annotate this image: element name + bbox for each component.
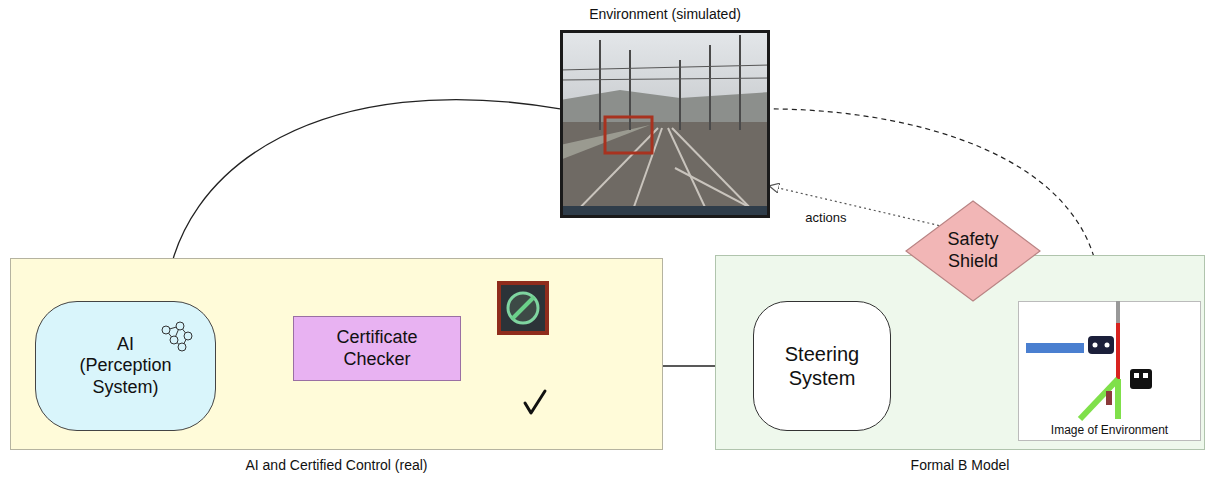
network-node [162,326,170,334]
safety-shield-diamond: Safety Shield [905,200,1041,302]
switch-lamp [1143,373,1148,378]
network-node [178,343,186,351]
network-node [176,322,184,330]
signal-lamp [1093,343,1098,348]
train-block [1026,343,1084,353]
ground [560,122,770,218]
signal-image [499,283,547,333]
checker-box: Certificate Checker [293,316,461,381]
mast [599,40,601,130]
node-label: Steering System [762,342,882,390]
detection-box [605,117,652,153]
mast [739,35,741,130]
label-holder: Certificate Checker [294,317,460,380]
environment-image: Environment (simulated) [560,30,770,218]
edge-label: actions [803,210,848,225]
connector [770,186,939,225]
track-schematic [1018,301,1201,441]
wire [560,78,770,80]
node-label: Image of Environment [1018,423,1201,437]
node-label: Environment (simulated) [500,6,830,22]
signal-lamp [1105,343,1110,348]
check-mark [525,391,545,413]
node-label: AI (Perception System) [71,334,181,399]
label-holder: AI (Perception System) [36,302,215,430]
wire [560,65,770,70]
photo-frame [562,32,769,217]
node-label: AI and Certified Control (real) [0,457,722,473]
real-system-panel: AI (Perception System) Certificate Checke… [10,258,663,450]
label-holder: Steering System [754,302,890,430]
decision-diamond-outline [906,201,1040,301]
signal-bar [512,297,534,319]
sky [560,30,770,218]
switch-symbol [1130,369,1152,389]
signal-symbol [1088,336,1114,354]
switch-lamp [1134,373,1139,378]
node-label: Certificate Checker [302,327,452,370]
rail [570,128,658,218]
network-node [184,332,192,340]
steering-box: Steering System [753,301,891,431]
label-holder: Safety Shield [905,200,1041,302]
rail [668,128,710,218]
network-icon [158,320,196,352]
track-grey [1116,301,1120,323]
switch-track [1115,379,1121,419]
track-marker [1106,391,1112,405]
schematic-frame [1019,302,1201,441]
signal-disc [508,293,538,323]
railway-photo [560,30,770,218]
mast [679,60,681,130]
network-node [170,336,178,344]
environment-schematic: Image of Environment [1018,301,1201,441]
perception-box: AI (Perception System) [35,301,216,431]
node-label: Formal B Model [656,457,1214,473]
track-red [1116,323,1120,419]
mast [709,45,711,130]
certificate-icons [495,279,555,429]
switch-track [1080,379,1118,419]
node-label: Safety Shield [933,229,1013,272]
